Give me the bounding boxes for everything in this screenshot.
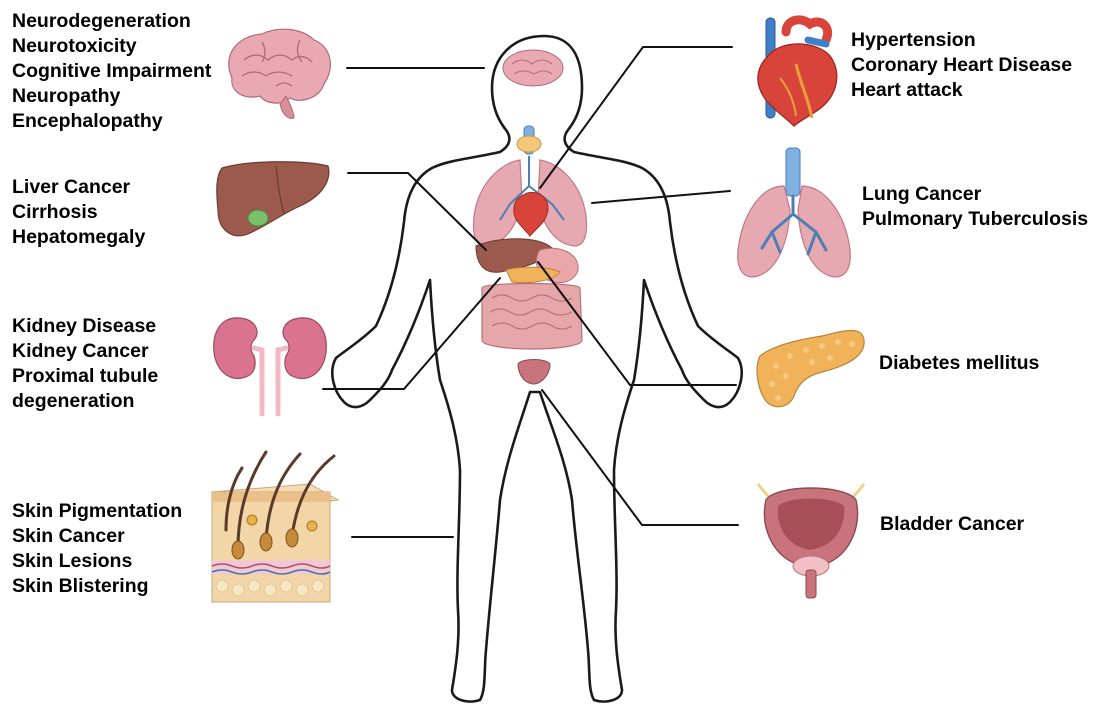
disease-label: Kidney Cancer (12, 339, 158, 364)
body-brain (503, 50, 563, 86)
disease-label: Skin Blistering (12, 574, 182, 599)
disease-label: Cirrhosis (12, 200, 145, 225)
disease-label: Skin Lesions (12, 549, 182, 574)
disease-label: Kidney Disease (12, 314, 158, 339)
lung-diseases-list: Lung Cancer Pulmonary Tuberculosis (862, 182, 1088, 232)
pancreas-icon (757, 331, 864, 407)
body-organs (474, 50, 587, 384)
skin-diseases-list: Skin Pigmentation Skin Cancer Skin Lesio… (12, 499, 182, 599)
brain-diseases-list: Neurodegeneration Neurotoxicity Cognitiv… (12, 9, 211, 134)
kidney-diseases-list: Kidney Disease Kidney Cancer Proximal tu… (12, 314, 158, 414)
disease-label: degeneration (12, 389, 158, 414)
disease-label: Neurotoxicity (12, 34, 211, 59)
disease-label: Neuropathy (12, 84, 211, 109)
disease-label: Pulmonary Tuberculosis (862, 207, 1088, 232)
disease-label: Lung Cancer (862, 182, 1088, 207)
skin-icon (212, 452, 338, 602)
connector-kidney (323, 278, 500, 389)
disease-label: Heart attack (851, 78, 1072, 103)
disease-label: Encephalopathy (12, 109, 211, 134)
connector-liver (348, 173, 486, 250)
disease-label: Hepatomegaly (12, 225, 145, 250)
lung-icon (738, 148, 851, 277)
heart-icon (758, 18, 837, 126)
bladder-icon (758, 484, 864, 598)
disease-label: Coronary Heart Disease (851, 53, 1072, 78)
disease-label: Liver Cancer (12, 175, 145, 200)
disease-label: Neurodegeneration (12, 9, 211, 34)
disease-label: Diabetes mellitus (879, 351, 1039, 376)
disease-label: Skin Pigmentation (12, 499, 182, 524)
disease-label: Cognitive Impairment (12, 59, 211, 84)
brain-icon (229, 29, 331, 118)
disease-label: Proximal tubule (12, 364, 158, 389)
pancreas-diseases-list: Diabetes mellitus (879, 351, 1039, 376)
kidney-icon (214, 318, 327, 414)
liver-icon (217, 162, 329, 236)
disease-label: Bladder Cancer (880, 512, 1024, 537)
disease-label: Skin Cancer (12, 524, 182, 549)
disease-label: Hypertension (851, 28, 1072, 53)
liver-diseases-list: Liver Cancer Cirrhosis Hepatomegaly (12, 175, 145, 250)
bladder-diseases-list: Bladder Cancer (880, 512, 1024, 537)
heart-diseases-list: Hypertension Coronary Heart Disease Hear… (851, 28, 1072, 103)
connector-lung (592, 191, 730, 203)
